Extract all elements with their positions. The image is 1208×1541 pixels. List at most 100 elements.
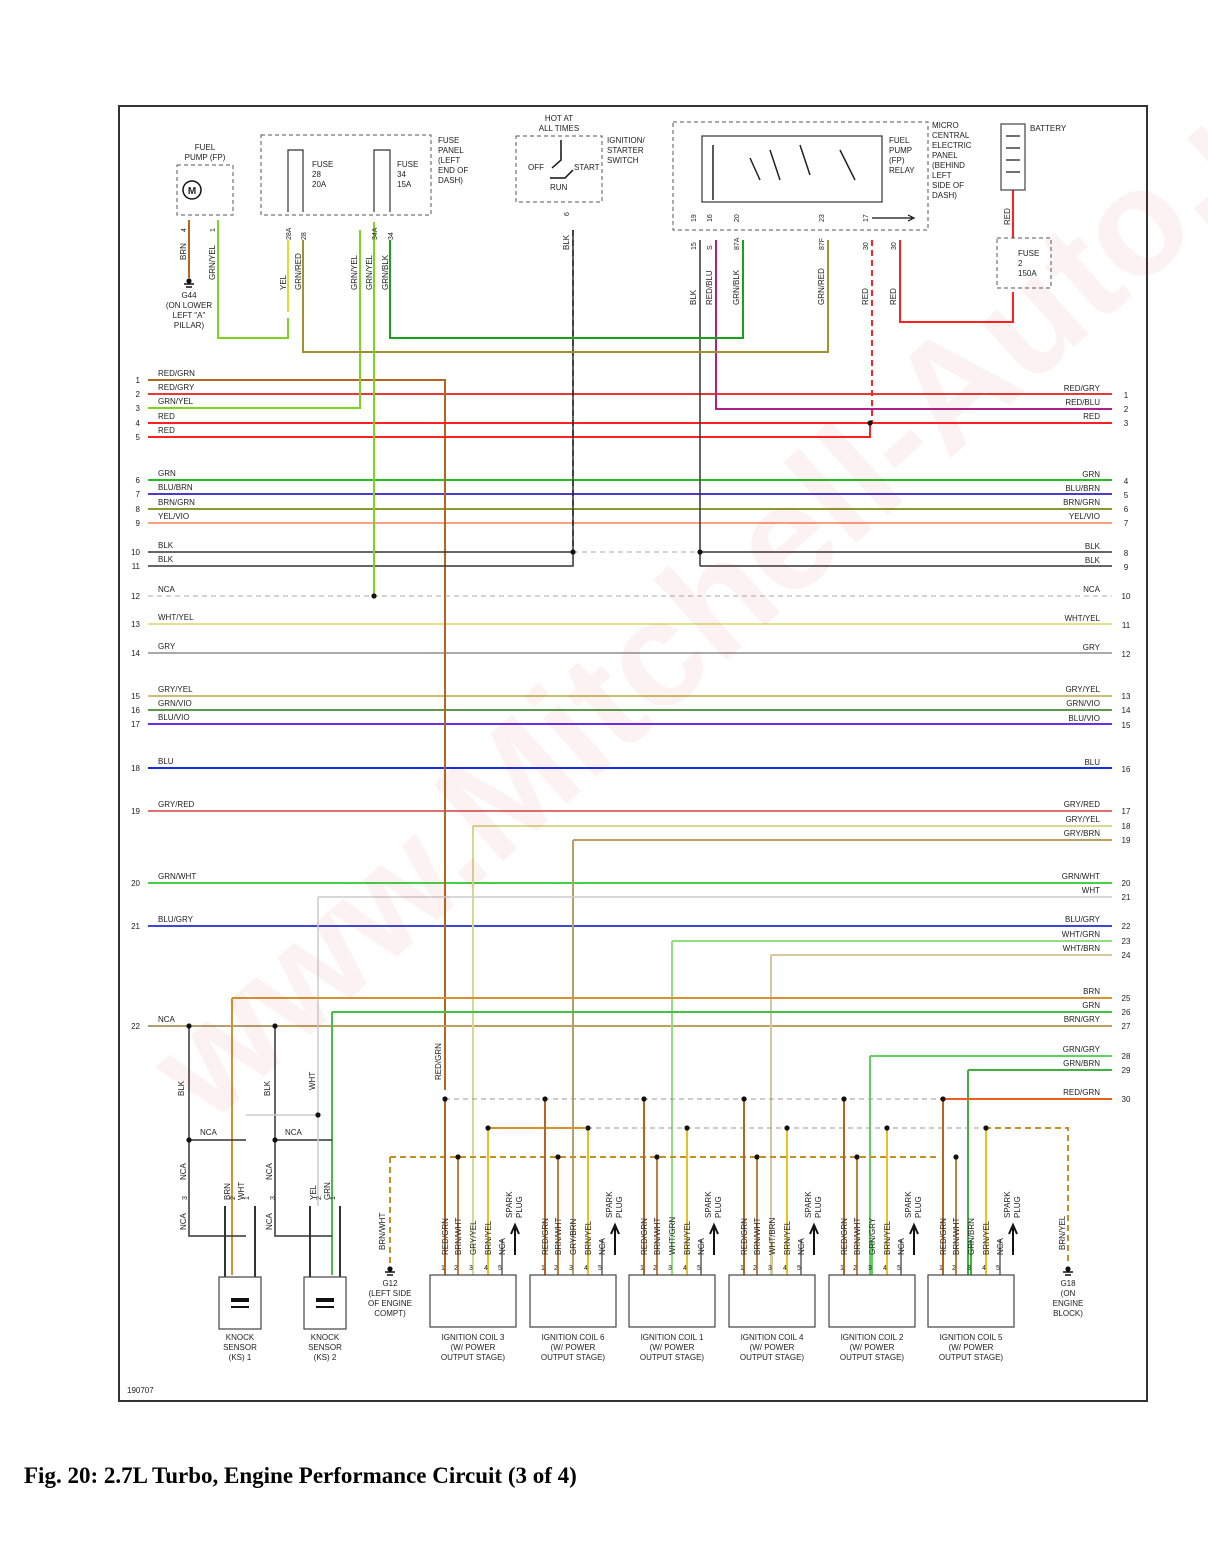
coil-pin-label: RED/GRN xyxy=(640,1218,649,1255)
right-wire-label: BLU/VIO xyxy=(1068,714,1100,723)
fuse-pin: 28 xyxy=(301,232,308,240)
right-wire-number: 18 xyxy=(1122,822,1131,831)
right-wire-label: WHT/YEL xyxy=(1064,614,1100,623)
right-wire-label: GRN/GRY xyxy=(1063,1045,1101,1054)
relay-out-pin: 87F xyxy=(819,238,826,250)
coil-pin-number: 3 xyxy=(868,1265,872,1272)
right-wire-label: RED xyxy=(1083,412,1100,421)
right-wire-number: 13 xyxy=(1122,692,1131,701)
fuse-panel-label: PANEL xyxy=(438,146,464,155)
left-wire-number: 1 xyxy=(136,376,141,385)
knock-sensor-label: (KS) 1 xyxy=(229,1353,252,1362)
left-wire-label: GRN/VIO xyxy=(158,699,192,708)
left-wire-label: RED/GRN xyxy=(158,369,195,378)
fuse-28-label: FUSE xyxy=(312,160,333,169)
ignition-coil-sub: OUTPUT STAGE) xyxy=(740,1353,804,1362)
coil-pin-number: 1 xyxy=(939,1265,943,1272)
spark-plug-label: SPARK xyxy=(1003,1191,1012,1218)
relay-out-pin: 30 xyxy=(863,242,870,250)
ground-dot xyxy=(1065,1266,1071,1272)
right-wire-number: 21 xyxy=(1122,893,1131,902)
coil-pin-number: 4 xyxy=(883,1265,887,1272)
ground-label: G12 xyxy=(382,1279,398,1288)
ignition-coil-sub: (W/ POWER xyxy=(949,1343,994,1352)
ignition-coil-box xyxy=(927,1274,1015,1328)
knock-sensor-label: KNOCK xyxy=(226,1333,255,1342)
right-wire-number: 6 xyxy=(1124,505,1129,514)
spark-plug-label: PLUG xyxy=(1013,1196,1022,1218)
figure-caption: Fig. 20: 2.7L Turbo, Engine Performance … xyxy=(24,1463,577,1488)
fp-grn-yel xyxy=(217,220,289,339)
switch-pin: 6 xyxy=(564,212,571,216)
left-wire-label: BLU/GRY xyxy=(158,915,194,924)
left-wire-label: WHT/YEL xyxy=(158,613,194,622)
spark-plug-arrow xyxy=(510,1222,520,1255)
knock-sensor-label: (KS) 2 xyxy=(314,1353,337,1362)
right-wire-number: 23 xyxy=(1122,937,1131,946)
relay-pin: 16 xyxy=(707,214,714,222)
left-wire-number: 20 xyxy=(131,879,140,888)
diagram-frame xyxy=(118,105,1148,1402)
ignition-coil-sub: (W/ POWER xyxy=(650,1343,695,1352)
splice-dot xyxy=(272,1137,278,1143)
left-wire-number: 13 xyxy=(131,620,140,629)
coil-pin-number: 3 xyxy=(469,1265,473,1272)
coil-pin-number: 4 xyxy=(683,1265,687,1272)
right-wire-number: 26 xyxy=(1122,1008,1131,1017)
right-wire-label: WHT xyxy=(1082,886,1100,895)
ground-label: (LEFT SIDE xyxy=(369,1289,412,1298)
ks-nca-label: NCA xyxy=(179,1162,188,1180)
right-wire-label: GRN xyxy=(1082,470,1100,479)
splice-dot xyxy=(442,1096,448,1102)
splice-dot xyxy=(555,1154,561,1160)
coil-pin-number: 2 xyxy=(753,1265,757,1272)
coil-pin-label: WHT/GRN xyxy=(668,1217,677,1255)
ignition-coil-sub: (W/ POWER xyxy=(850,1343,895,1352)
switch-run: RUN xyxy=(550,183,568,192)
fuse-pin: 28A xyxy=(286,227,293,240)
coil-pin-number: 5 xyxy=(797,1265,801,1272)
right-wire-number: 22 xyxy=(1122,922,1131,931)
ignition-coil-name: IGNITION COIL 5 xyxy=(940,1333,1003,1342)
knock-sensor-label: SENSOR xyxy=(308,1343,342,1352)
fp-relay-label: (FP) xyxy=(889,156,905,165)
fuse-wire: GRN/BLK xyxy=(381,254,390,290)
knock-sensor-element xyxy=(231,1298,249,1302)
fuel-pump-motor xyxy=(182,180,202,200)
grn-blk xyxy=(389,240,744,339)
spark-plug-label: PLUG xyxy=(914,1196,923,1218)
ignition-coil-box xyxy=(529,1274,617,1328)
coil-pin-label: RED/GRN xyxy=(441,1218,450,1255)
coil-pin-number: 1 xyxy=(740,1265,744,1272)
right-wire-number: 19 xyxy=(1122,836,1131,845)
wire-red-grn xyxy=(148,379,446,1090)
left-wire-label: BLU/VIO xyxy=(158,713,190,722)
right-wire-label: BLU/GRY xyxy=(1065,915,1101,924)
spark-plug-arrow xyxy=(610,1222,620,1255)
coil-pin-label: NCA xyxy=(797,1237,806,1255)
battery-wire: RED xyxy=(1003,208,1012,225)
coil-pin-label: BRN/WHT xyxy=(653,1218,662,1255)
fuse-2-label: FUSE xyxy=(1018,249,1039,258)
left-wire-label: BLU xyxy=(158,757,174,766)
hot-at-label: HOT AT xyxy=(545,114,573,123)
fuse-panel-label: DASH) xyxy=(438,176,463,185)
splice-dot xyxy=(754,1154,760,1160)
fp-pin: 4 xyxy=(181,228,188,232)
coil-pin-label: BRN/WHT xyxy=(952,1218,961,1255)
relay-out-pin: 15 xyxy=(691,242,698,250)
right-wire-label: GRY xyxy=(1083,643,1101,652)
relay-out-pin: 87A xyxy=(734,237,741,250)
coil-pin-label: BRN/YEL xyxy=(484,1220,493,1255)
spark-plug-arrow xyxy=(809,1222,819,1255)
ignition-coil-name: IGNITION COIL 2 xyxy=(841,1333,904,1342)
splice-dot xyxy=(455,1154,461,1160)
coil-pin-number: 5 xyxy=(697,1265,701,1272)
left-wire-label: GRN xyxy=(158,469,176,478)
right-wire-label: RED/GRN xyxy=(1063,1088,1100,1097)
coil-pin-label: BRN/YEL xyxy=(883,1220,892,1255)
left-wire-number: 3 xyxy=(136,404,141,413)
right-wire-number: 14 xyxy=(1122,706,1131,715)
ks-pin-wire: BRN xyxy=(223,1183,232,1200)
micro-panel-label: MICRO xyxy=(932,121,959,130)
